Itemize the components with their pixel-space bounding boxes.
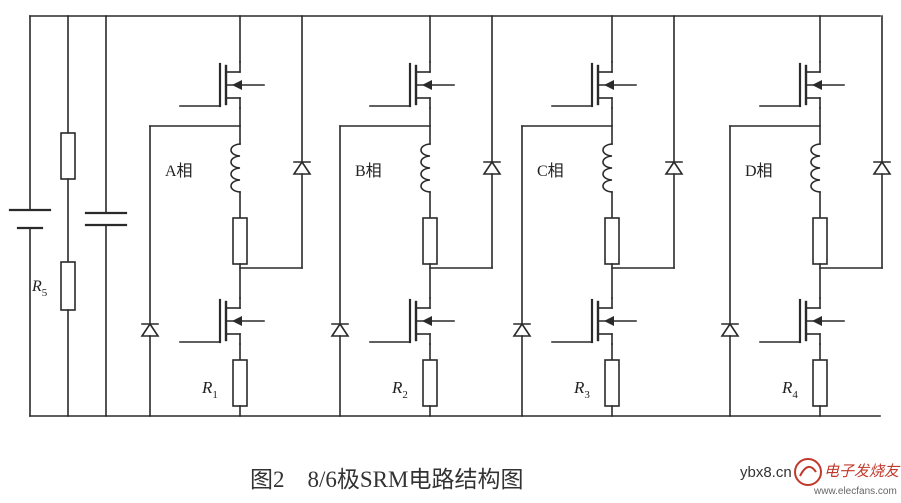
dc-link-capacitor (84, 15, 128, 417)
watermark-site: ybx8.cn (740, 464, 792, 481)
phase-a-winding (230, 143, 241, 193)
phase-b-winding-resistor (422, 217, 438, 265)
phase-b-lower-diode (330, 322, 350, 337)
phase-a-sense-resistor (232, 359, 248, 407)
phase-b-sense-resistor (422, 359, 438, 407)
phase-a-upper-switch (179, 61, 265, 109)
resistor-r5 (60, 261, 76, 311)
phase-c-label: C相 (537, 162, 564, 180)
phase-c-sense-resistor (604, 359, 620, 407)
phase-d-upper-switch (759, 61, 845, 109)
phase-d-lower-switch (759, 297, 845, 345)
phase-d-upper-diode (872, 160, 892, 175)
phase-d-lower-diode (720, 322, 740, 337)
phase-c-winding (602, 143, 613, 193)
phase-c-winding-resistor (604, 217, 620, 265)
r5-label: R5 (31, 278, 48, 299)
phase-b-resistor-label: R2 (391, 378, 408, 401)
watermark-url: www.elecfans.com (813, 486, 897, 497)
phase-d-resistor-label: R4 (781, 378, 798, 401)
phase-a-leg: A相 R1 (140, 15, 312, 417)
phase-c-leg: C相 R3 (512, 15, 684, 417)
phase-b-lower-switch (369, 297, 455, 345)
phase-c-upper-diode (664, 160, 684, 175)
dc-source (8, 15, 52, 417)
phase-a-label: A相 (165, 162, 193, 180)
phase-d-label: D相 (745, 162, 773, 180)
phase-a-lower-diode (140, 322, 160, 337)
phase-a-upper-diode (292, 160, 312, 175)
watermark: ybx8.cn 电子发烧友 www.elecfans.com (740, 458, 901, 497)
phase-b-winding (420, 143, 431, 193)
phase-c-lower-switch (551, 297, 637, 345)
phase-c-lower-diode (512, 322, 532, 337)
phase-d-leg: D相 R4 (720, 15, 892, 417)
divider-branch (60, 15, 76, 417)
phase-b-upper-switch (369, 61, 455, 109)
phase-b-label: B相 (355, 162, 382, 180)
phase-a-lower-switch (179, 297, 265, 345)
watermark-logo-icon (794, 458, 822, 486)
phase-d-sense-resistor (812, 359, 828, 407)
phase-d-winding-resistor (812, 217, 828, 265)
phase-d-winding (810, 143, 821, 193)
phase-a-winding-resistor (232, 217, 248, 265)
phase-a-resistor-label: R1 (201, 378, 218, 401)
divider-resistor (60, 132, 76, 180)
phase-c-upper-switch (551, 61, 637, 109)
figure-caption: 图2 8/6极SRM电路结构图 (250, 467, 523, 492)
watermark-brand: 电子发烧友 (824, 463, 901, 480)
phase-b-leg: B相 R2 (330, 15, 502, 417)
phase-c-resistor-label: R3 (573, 378, 590, 401)
phase-b-upper-diode (482, 160, 502, 175)
